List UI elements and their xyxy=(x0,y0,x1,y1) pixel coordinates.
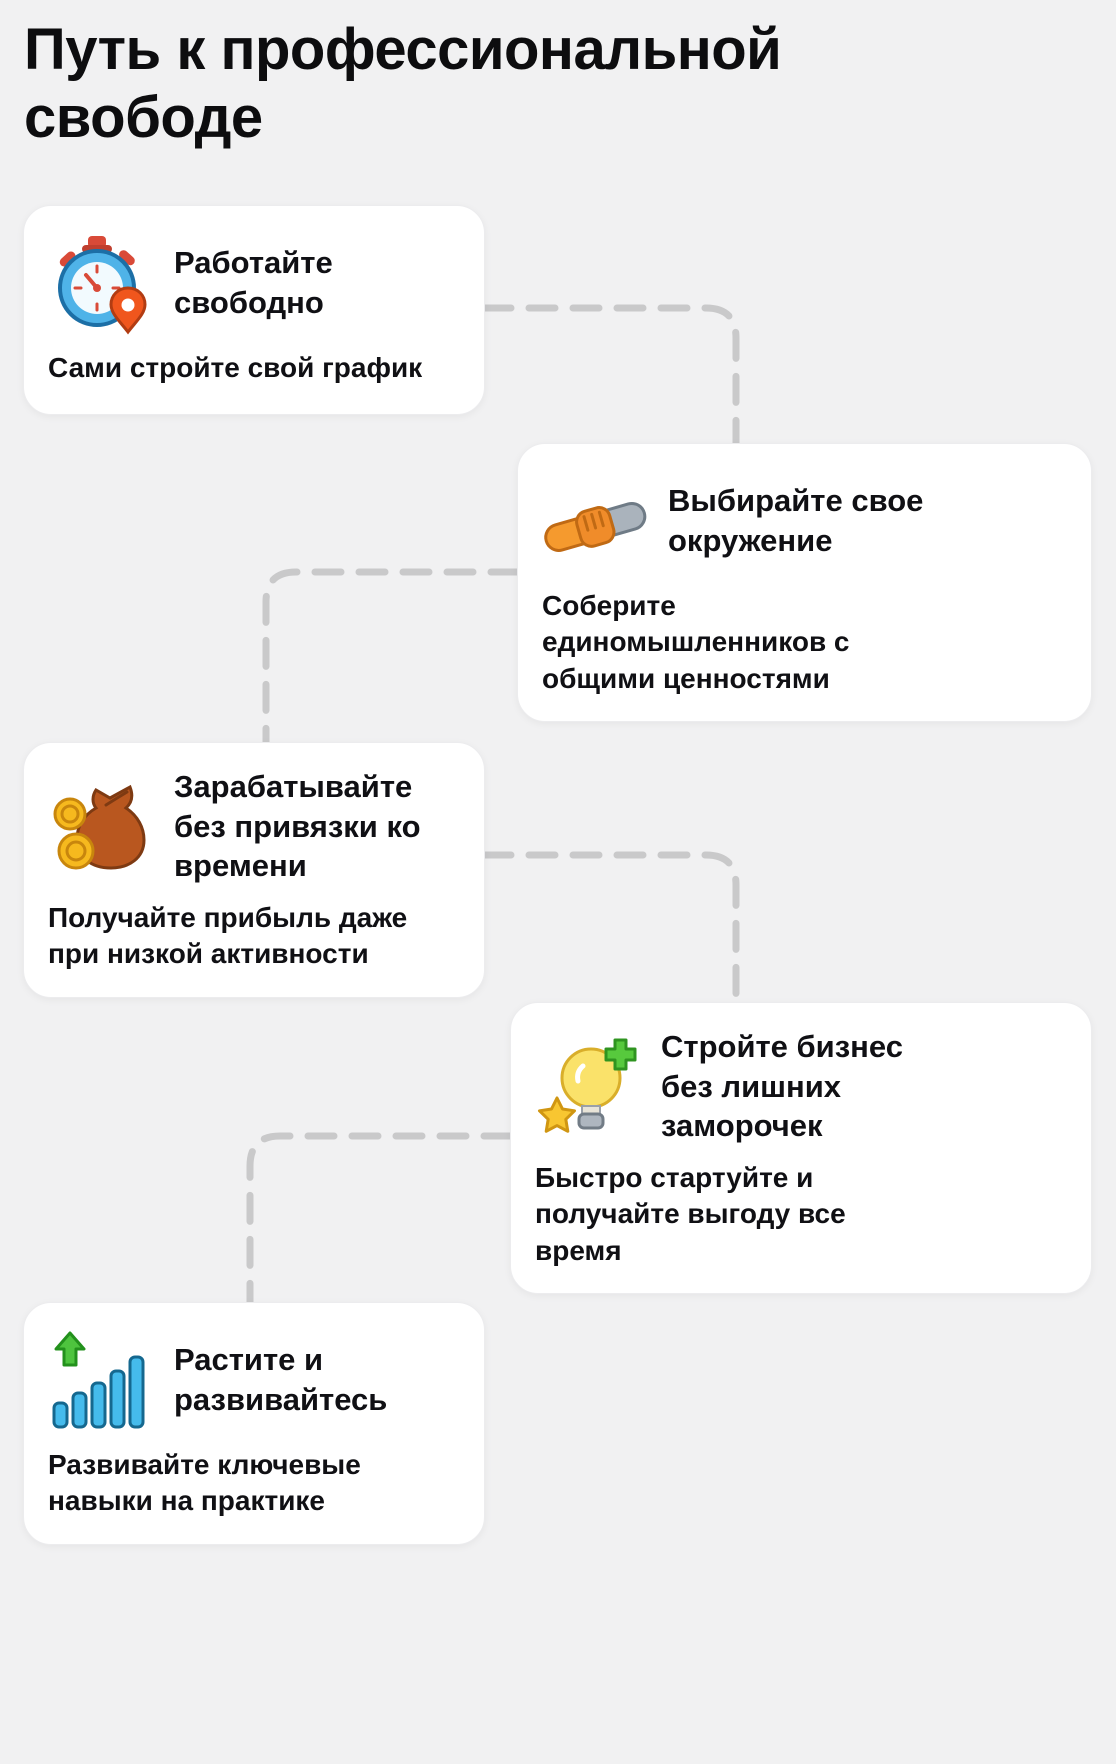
stopwatch-pin-icon xyxy=(48,230,154,336)
connector-4-5 xyxy=(246,1132,514,1306)
card-description: Сами стройте свой график xyxy=(48,352,423,383)
card-header: Работайте свободно xyxy=(48,230,460,336)
card-header: Выбирайте свое окружение xyxy=(542,468,1067,574)
card-title: Зарабатывайте без привязки ко времени xyxy=(174,769,421,884)
handshake-icon xyxy=(542,468,648,574)
card-title: Стройте бизнес без лишних заморочек xyxy=(661,1029,903,1144)
card-title: Выбирайте свое окружение xyxy=(668,483,924,558)
card-title: Работайте свободно xyxy=(174,245,333,320)
step-card-grow-develop: Растите и развивайтесь Развивайте ключев… xyxy=(23,1302,485,1545)
card-header: Растите и развивайтесь xyxy=(48,1327,460,1433)
connector-1-2 xyxy=(481,304,740,447)
card-description: Развивайте ключевые навыки на практике xyxy=(48,1449,361,1517)
step-card-work-freely: Работайте свободно Сами стройте свой гра… xyxy=(23,205,485,415)
step-card-choose-environment: Выбирайте свое окружение Соберите едином… xyxy=(517,443,1092,723)
connector-2-3 xyxy=(262,568,521,746)
card-description: Быстро стартуйте и получайте выгоду все … xyxy=(535,1162,846,1266)
step-card-earn-untethered: Зарабатывайте без привязки ко времени По… xyxy=(23,742,485,998)
card-header: Зарабатывайте без привязки ко времени xyxy=(48,767,460,886)
growth-bars-arrow-icon xyxy=(48,1327,154,1433)
card-description: Получайте прибыль даже при низкой активн… xyxy=(48,902,408,970)
card-description: Соберите единомышленников с общими ценно… xyxy=(542,590,850,694)
connector-3-4 xyxy=(481,851,740,1006)
money-bag-coins-icon xyxy=(48,774,154,880)
lightbulb-plus-star-icon xyxy=(535,1034,641,1140)
card-title: Растите и развивайтесь xyxy=(174,1342,388,1417)
page-title: Путь к профессиональной свободе xyxy=(24,17,782,150)
card-header: Стройте бизнес без лишних заморочек xyxy=(535,1027,1067,1146)
step-card-simple-business: Стройте бизнес без лишних заморочек Быст… xyxy=(510,1002,1092,1295)
